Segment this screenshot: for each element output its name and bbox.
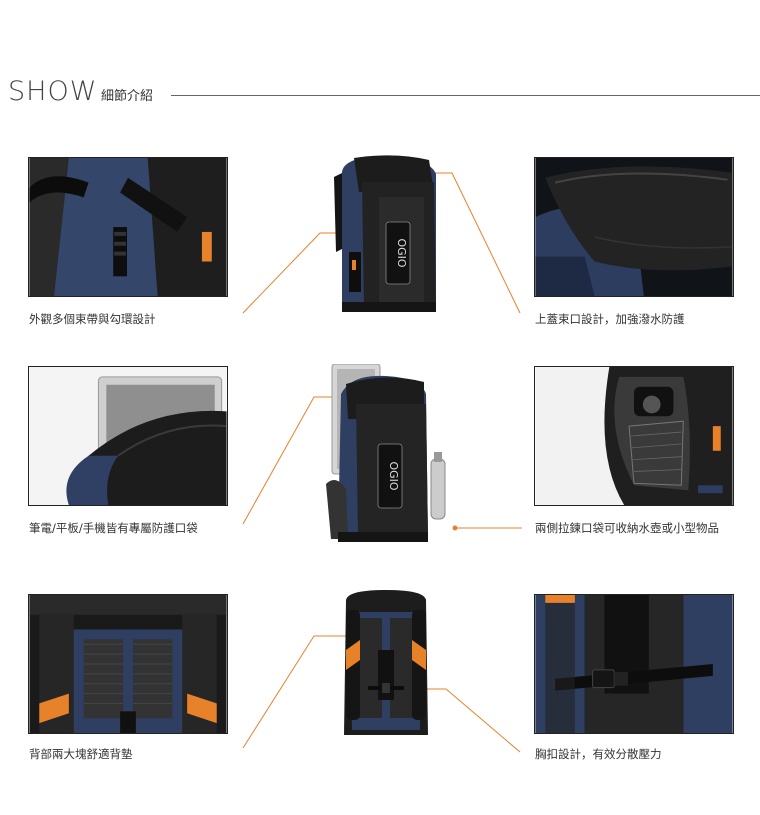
section-header: SHOW 細節介紹 xyxy=(8,76,760,110)
brand-logo: OGIO xyxy=(395,238,408,267)
section-title-zh: 細節介紹 xyxy=(101,89,154,104)
backpack-back-view xyxy=(338,590,434,738)
connector-line-5 xyxy=(242,635,352,749)
backpack-front-view: OGIO xyxy=(324,152,450,322)
detail-photo-pockets xyxy=(534,366,734,506)
detail-photo-straps xyxy=(28,157,228,297)
detail-photo-lid xyxy=(534,157,734,297)
header-divider xyxy=(171,95,760,96)
detail-photo-laptop xyxy=(28,366,228,506)
backpack-laptop-view: OGIO xyxy=(326,363,456,549)
caption-laptop: 筆電/平板/手機皆有專屬防護口袋 xyxy=(29,521,198,535)
brand-logo-2: OGIO xyxy=(387,461,400,490)
caption-straps: 外觀多個束帶與勾環設計 xyxy=(29,312,156,326)
caption-pockets: 兩側拉鍊口袋可收納水壺或小型物品 xyxy=(535,521,719,535)
caption-buckle: 胸扣設計，有效分散壓力 xyxy=(535,747,662,761)
caption-lid: 上蓋束口設計，加強潑水防護 xyxy=(535,312,685,326)
detail-photo-buckle xyxy=(534,594,734,734)
section-title-en: SHOW xyxy=(8,76,98,107)
detail-photo-backpads xyxy=(28,594,228,734)
caption-backpads: 背部兩大塊舒適背墊 xyxy=(29,747,133,761)
